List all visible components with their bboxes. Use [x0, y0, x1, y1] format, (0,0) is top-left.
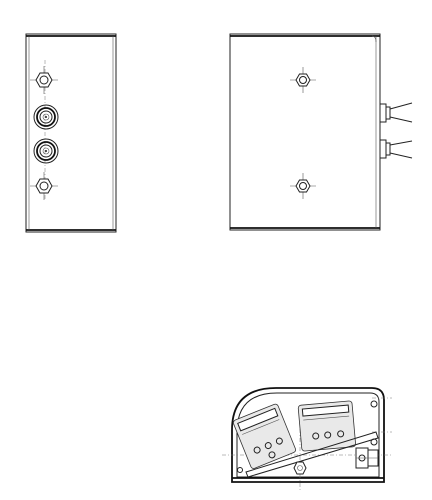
section-view [222, 387, 392, 490]
hex-nut-icon [290, 173, 316, 199]
screw-icon [370, 400, 378, 408]
hex-nut-icon [293, 461, 307, 475]
side-view-outline [229, 33, 381, 231]
front-view-outline [25, 33, 117, 233]
housing-outer-wall [231, 387, 385, 483]
hex-nut-icon [290, 67, 316, 93]
cable-gland-icon [355, 447, 379, 469]
hex-nut-icon [30, 66, 58, 94]
side-view [229, 33, 413, 231]
cable-gland-icon [379, 139, 413, 159]
coaxial-connector-icon [33, 104, 59, 130]
front-view [25, 33, 117, 233]
cable-gland-icon [379, 102, 413, 123]
mounting-rail [245, 431, 379, 478]
relay-block-icon [233, 403, 296, 469]
screw-icon [370, 438, 378, 446]
side-view-corner [371, 35, 377, 43]
screw-icon [237, 467, 243, 473]
coaxial-connector-icon [33, 138, 59, 164]
hex-nut-icon [30, 172, 58, 200]
housing-inner-wall [236, 392, 380, 478]
relay-block-icon [297, 400, 356, 452]
